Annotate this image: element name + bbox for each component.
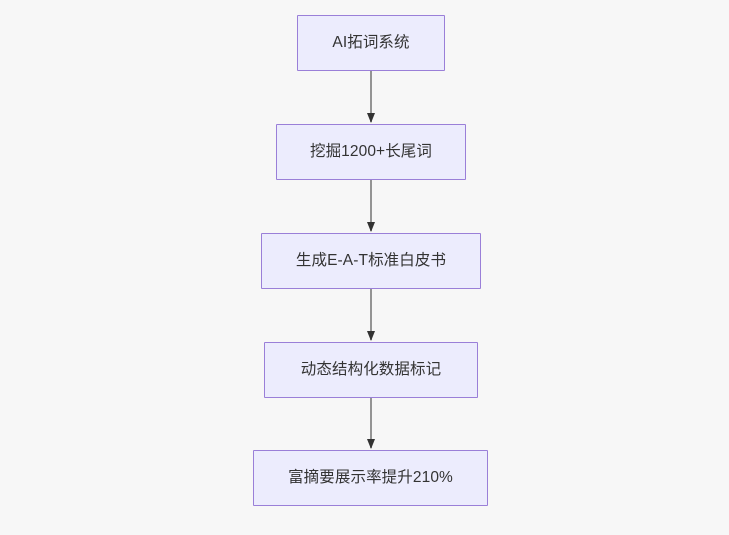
flowchart-node-generate-eat-whitepaper[interactable]: 生成E-A-T标准白皮书 bbox=[261, 233, 481, 289]
node-label: 动态结构化数据标记 bbox=[300, 360, 442, 378]
node-label: 生成E-A-T标准白皮书 bbox=[295, 251, 447, 269]
node-label: AI拓词系统 bbox=[332, 33, 410, 51]
node-label: 富摘要展示率提升210% bbox=[288, 468, 453, 486]
flowchart-node-rich-snippet-rate-increase[interactable]: 富摘要展示率提升210% bbox=[253, 450, 488, 506]
node-label: 挖掘1200+长尾词 bbox=[309, 142, 433, 160]
flowchart-node-mine-longtail-keywords[interactable]: 挖掘1200+长尾词 bbox=[276, 124, 466, 180]
flowchart-node-ai-keyword-system[interactable]: AI拓词系统 bbox=[297, 15, 445, 71]
flowchart-node-dynamic-structured-data-markup[interactable]: 动态结构化数据标记 bbox=[264, 342, 478, 398]
